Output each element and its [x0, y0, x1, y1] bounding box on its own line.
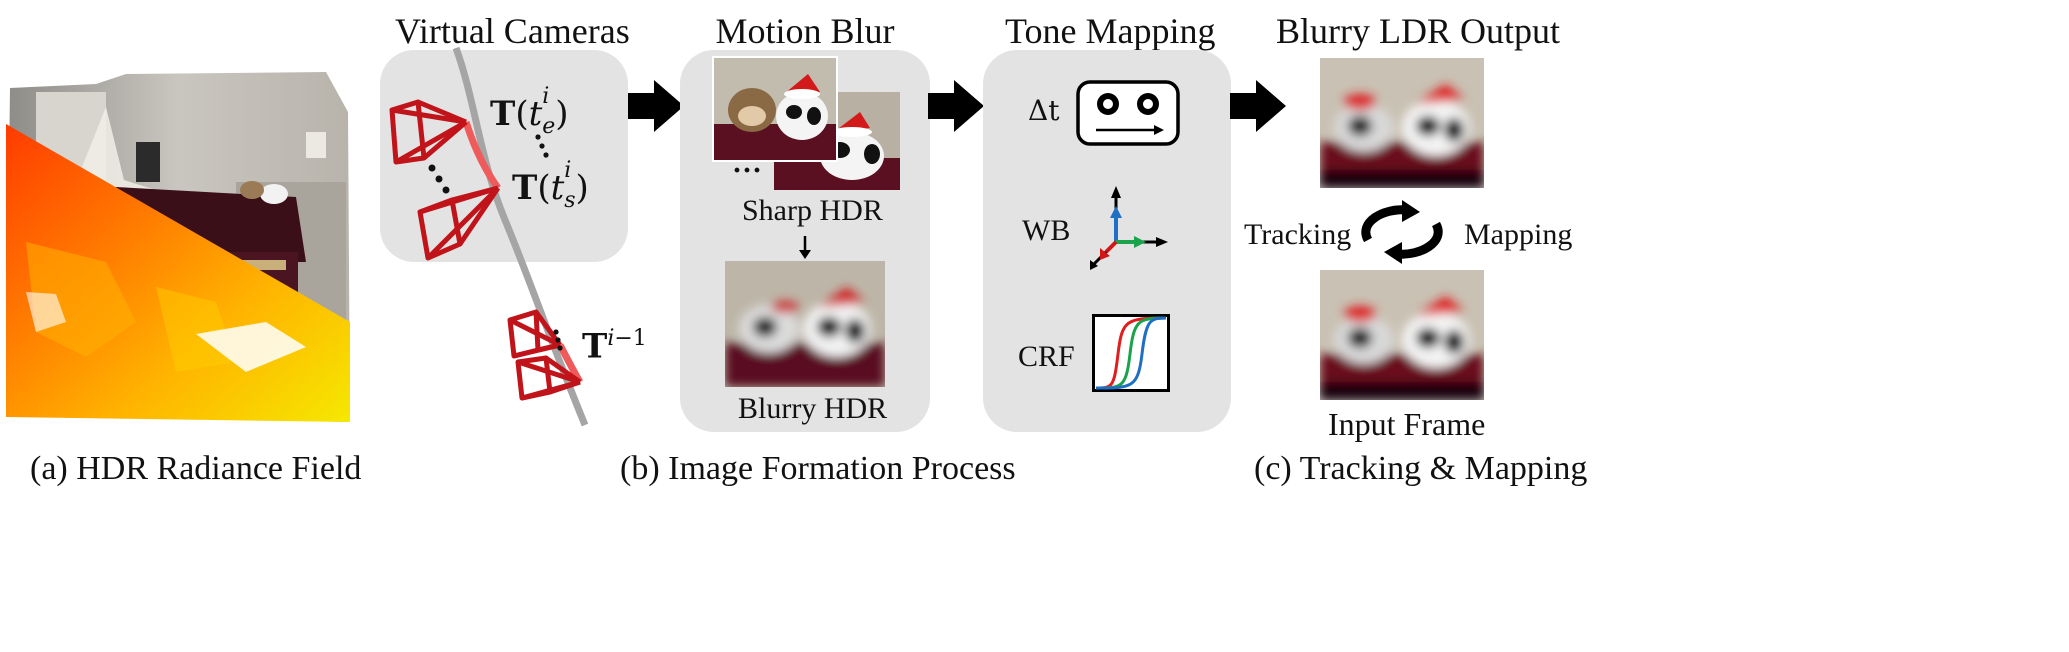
blurry-hdr-image — [725, 261, 885, 387]
label-dots — [535, 134, 549, 158]
crf-curve-plot — [1092, 314, 1170, 392]
arrow-icon — [1230, 80, 1286, 132]
tone-mapping-title: Tone Mapping — [1005, 11, 1216, 51]
camera-start-icon — [417, 185, 501, 261]
caption-c: (c) Tracking & Mapping — [1254, 450, 1588, 487]
crf-label: CRF — [1018, 340, 1075, 373]
down-arrow-icon — [799, 236, 811, 259]
blurry-hdr-label: Blurry HDR — [738, 392, 888, 425]
camera-shutter-icon — [1076, 80, 1180, 146]
arrow-icon — [628, 80, 684, 132]
tracking-label: Tracking — [1244, 218, 1352, 251]
blurry-ldr-output-title: Blurry LDR Output — [1276, 11, 1560, 51]
virtual-cameras-title: Virtual Cameras — [395, 11, 630, 51]
blurry-ldr-output-image — [1320, 58, 1484, 188]
arrow-icon — [928, 80, 984, 132]
hdr-radiance-field-image — [6, 72, 356, 432]
cycle-arrows-icon — [1361, 200, 1443, 264]
camera-dots — [428, 164, 450, 194]
sharp-hdr-label: Sharp HDR — [742, 194, 883, 227]
pose-prev-label: Ti−1 — [582, 326, 647, 367]
camera-prev-icon — [507, 309, 582, 401]
white-balance-label: WB — [1022, 214, 1071, 247]
motion-blur-title: Motion Blur — [715, 11, 895, 51]
caption-a: (a) HDR Radiance Field — [30, 450, 362, 487]
camera-end-icon — [389, 99, 468, 165]
white-balance-axes-icon — [1090, 186, 1168, 270]
input-frame-label: Input Frame — [1328, 406, 1486, 442]
sharp-ellipsis: ··· — [732, 154, 763, 187]
sharp-hdr-image-front — [712, 56, 838, 162]
exposure-time-label: Δt — [1028, 94, 1060, 127]
input-frame-image — [1320, 270, 1484, 400]
mapping-label: Mapping — [1464, 218, 1573, 251]
caption-b: (b) Image Formation Process — [620, 450, 1016, 487]
camera-trajectory-diagram — [389, 46, 589, 427]
